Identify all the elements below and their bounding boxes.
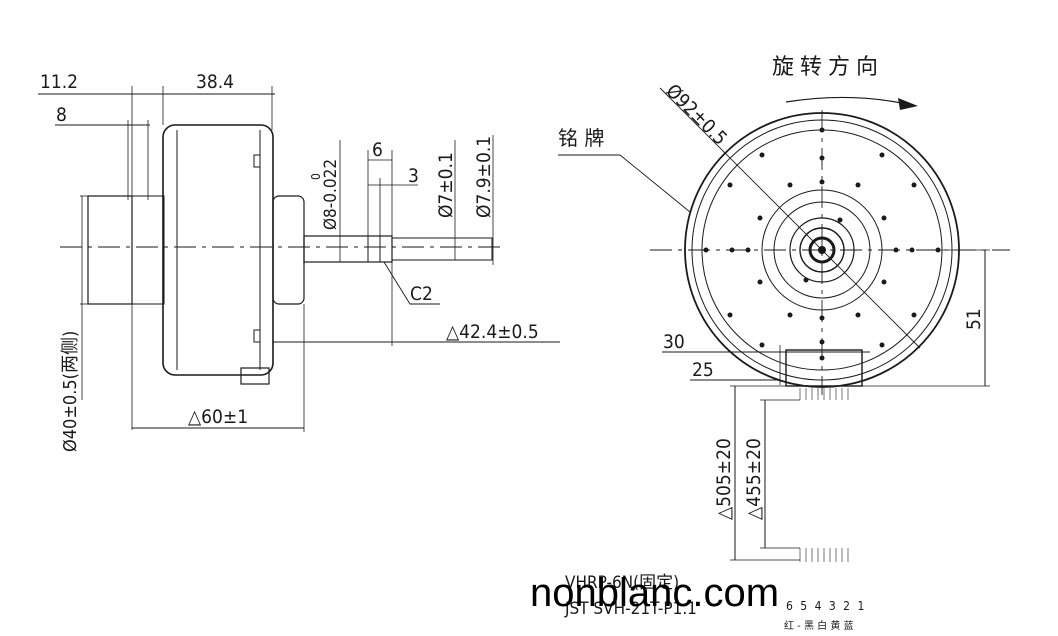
dim-11-2: 11.2 [40, 71, 78, 93]
connector-terminal: JST SVH-21T-P1.1 [564, 599, 697, 619]
connector-tab [240, 367, 270, 385]
dim-30: 30 [663, 331, 685, 353]
nameplate-label: 铭 牌 [558, 126, 604, 150]
front-view: 旋转方向 铭 牌 [558, 55, 1010, 562]
side-view: 11.2 38.4 8 Ø40±0.5(两侧) [38, 71, 560, 452]
shaft [303, 235, 393, 263]
dim-455: △455±20 [743, 438, 765, 520]
wire-colors: 红 - 黑 白 黄 蓝 [784, 619, 854, 632]
right-boss [272, 195, 305, 305]
rotation-label: 旋转方向 [772, 55, 884, 80]
dim-92: Ø92±0.5 [661, 80, 731, 150]
shaft-tol-upper: 0 [309, 173, 323, 180]
motor-body [162, 124, 274, 376]
dim-7-9: Ø7.9±0.1 [473, 136, 495, 218]
dim-40: Ø40±0.5(两侧) [60, 331, 81, 452]
dim-3: 3 [408, 165, 419, 187]
rotation-arrowhead [898, 98, 918, 110]
chamfer-label: C2 [410, 283, 433, 305]
mounting-holes [703, 127, 941, 361]
dim-shaft-dia: Ø8-0.022 [321, 159, 341, 230]
flange [131, 195, 165, 305]
dim-38-4: 38.4 [196, 71, 234, 93]
dim-51: 51 [963, 308, 985, 330]
dim-60: △60±1 [188, 406, 248, 428]
connector-housing: VHRP-6N(固定) [565, 573, 679, 593]
dim-42-4: △42.4±0.5 [446, 321, 539, 343]
dim-6: 6 [372, 139, 383, 161]
left-hub [87, 195, 133, 305]
dim-7: Ø7±0.1 [435, 152, 457, 218]
dim-25: 25 [692, 359, 714, 381]
connector-notes: VHRP-6N(固定) JST SVH-21T-P1.1 6 5 4 3 2 1… [564, 573, 866, 632]
watermark: nonblanc.com [530, 571, 779, 615]
pin-numbers: 6 5 4 3 2 1 [786, 599, 866, 613]
dim-505: △505±20 [713, 438, 735, 520]
cable-bundle [799, 388, 849, 562]
cable-exit [785, 349, 863, 387]
rotation-arrow [785, 96, 907, 105]
dim-8: 8 [56, 104, 67, 126]
